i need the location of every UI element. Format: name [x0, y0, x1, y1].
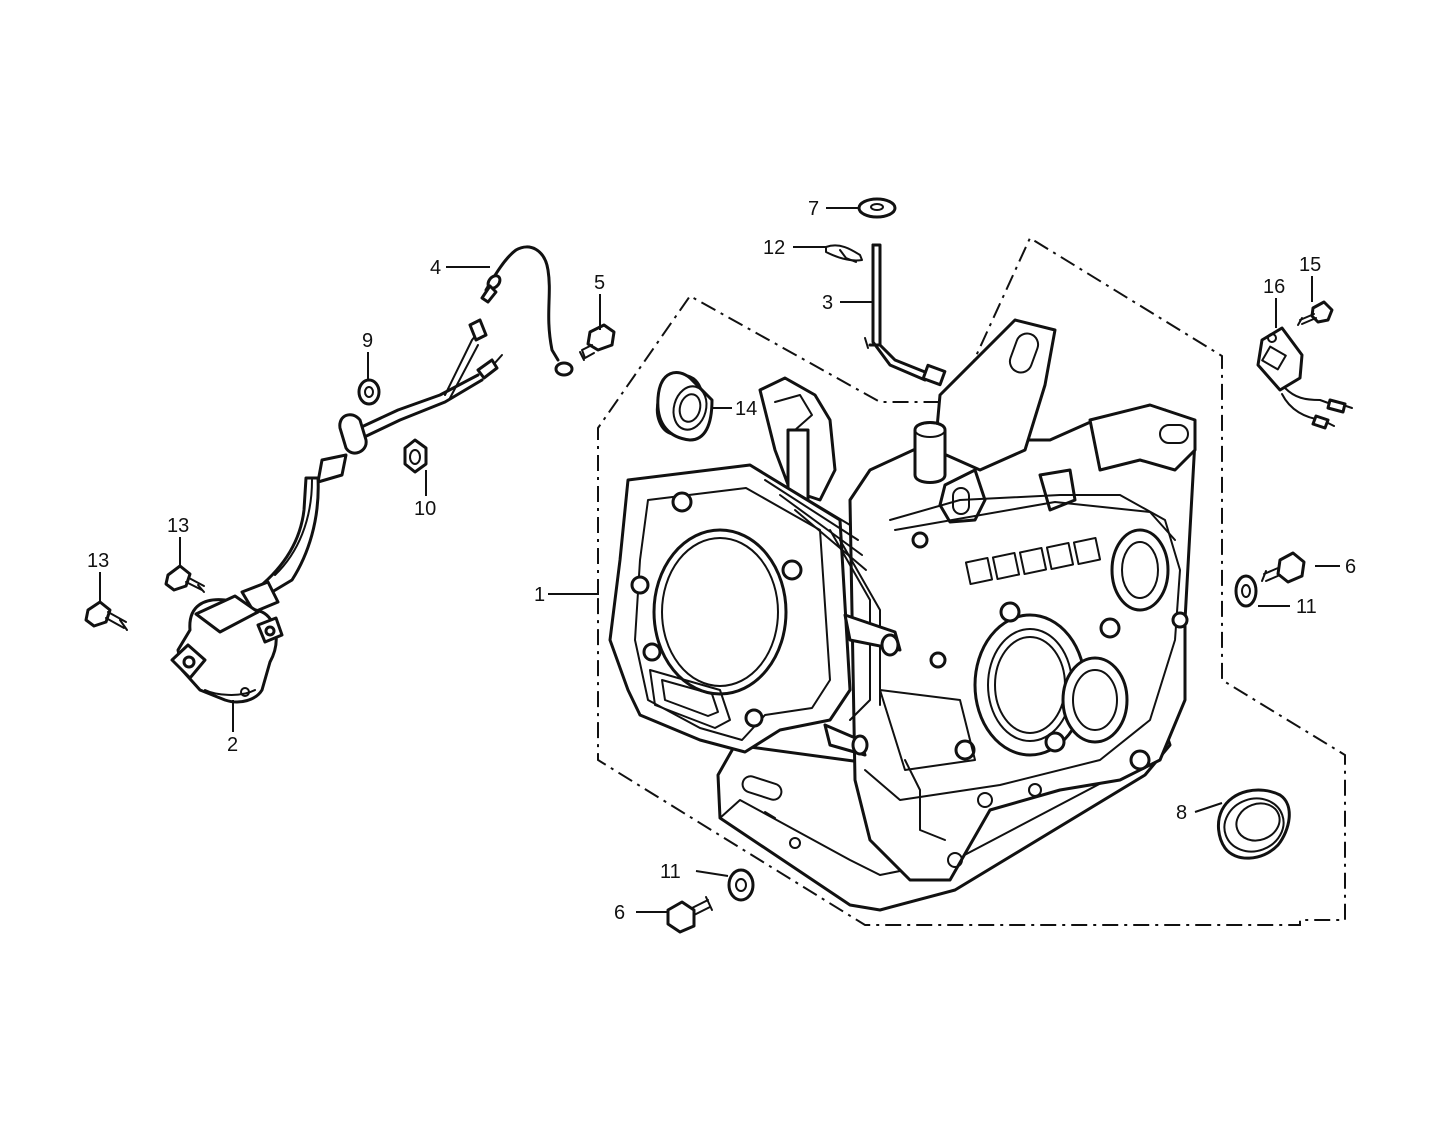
oil-seal-part-8 — [1216, 788, 1291, 860]
callout-16: 16 — [1263, 276, 1285, 298]
callout-8: 8 — [1176, 802, 1187, 824]
callout-labels: 1 2 3 4 5 6 6 7 8 9 10 11 11 12 13 13 14… — [87, 198, 1356, 924]
cylinder-block — [608, 318, 1197, 912]
block-lettering — [964, 536, 1102, 586]
bolt-part-6-right — [1261, 551, 1306, 584]
callout-11-right: 11 — [1296, 596, 1317, 618]
callout-9: 9 — [362, 330, 373, 352]
washer-part-9 — [357, 378, 381, 406]
callout-10: 10 — [414, 498, 436, 520]
rod-part-3 — [864, 243, 947, 387]
ignition-module-part-16 — [1256, 326, 1353, 430]
callout-7: 7 — [808, 198, 819, 220]
callout-11-bottom: 11 — [660, 861, 681, 883]
callout-3: 3 — [822, 292, 833, 314]
bolt-part-15 — [1297, 300, 1334, 326]
bolt-part-6-bottom — [666, 896, 713, 934]
callout-13-upper: 13 — [167, 515, 189, 537]
bearing-part-14 — [655, 371, 714, 442]
clip-part-12 — [825, 244, 863, 263]
washer-part-11-right — [1234, 574, 1258, 608]
callout-12: 12 — [763, 237, 785, 259]
nut-part-10 — [403, 438, 428, 474]
callout-14: 14 — [735, 398, 757, 420]
bolt-part-13-lower — [84, 600, 128, 631]
oil-sensor-part-2 — [170, 318, 503, 704]
washer-part-7 — [857, 197, 897, 219]
callout-6-bottom: 6 — [614, 902, 625, 924]
bolt-part-5 — [579, 323, 616, 361]
washer-part-11-bottom — [727, 868, 755, 902]
wire-part-4 — [480, 245, 574, 377]
assembly-boundary — [597, 236, 1346, 926]
callout-6-right: 6 — [1345, 556, 1356, 578]
callout-15: 15 — [1299, 254, 1321, 276]
bolt-part-13-upper — [164, 564, 205, 593]
callout-1: 1 — [534, 584, 545, 606]
callout-13-lower: 13 — [87, 550, 109, 572]
callout-5: 5 — [594, 272, 605, 294]
callout-4: 4 — [430, 257, 441, 279]
callout-2: 2 — [227, 734, 238, 756]
leader-lines — [99, 207, 1340, 913]
